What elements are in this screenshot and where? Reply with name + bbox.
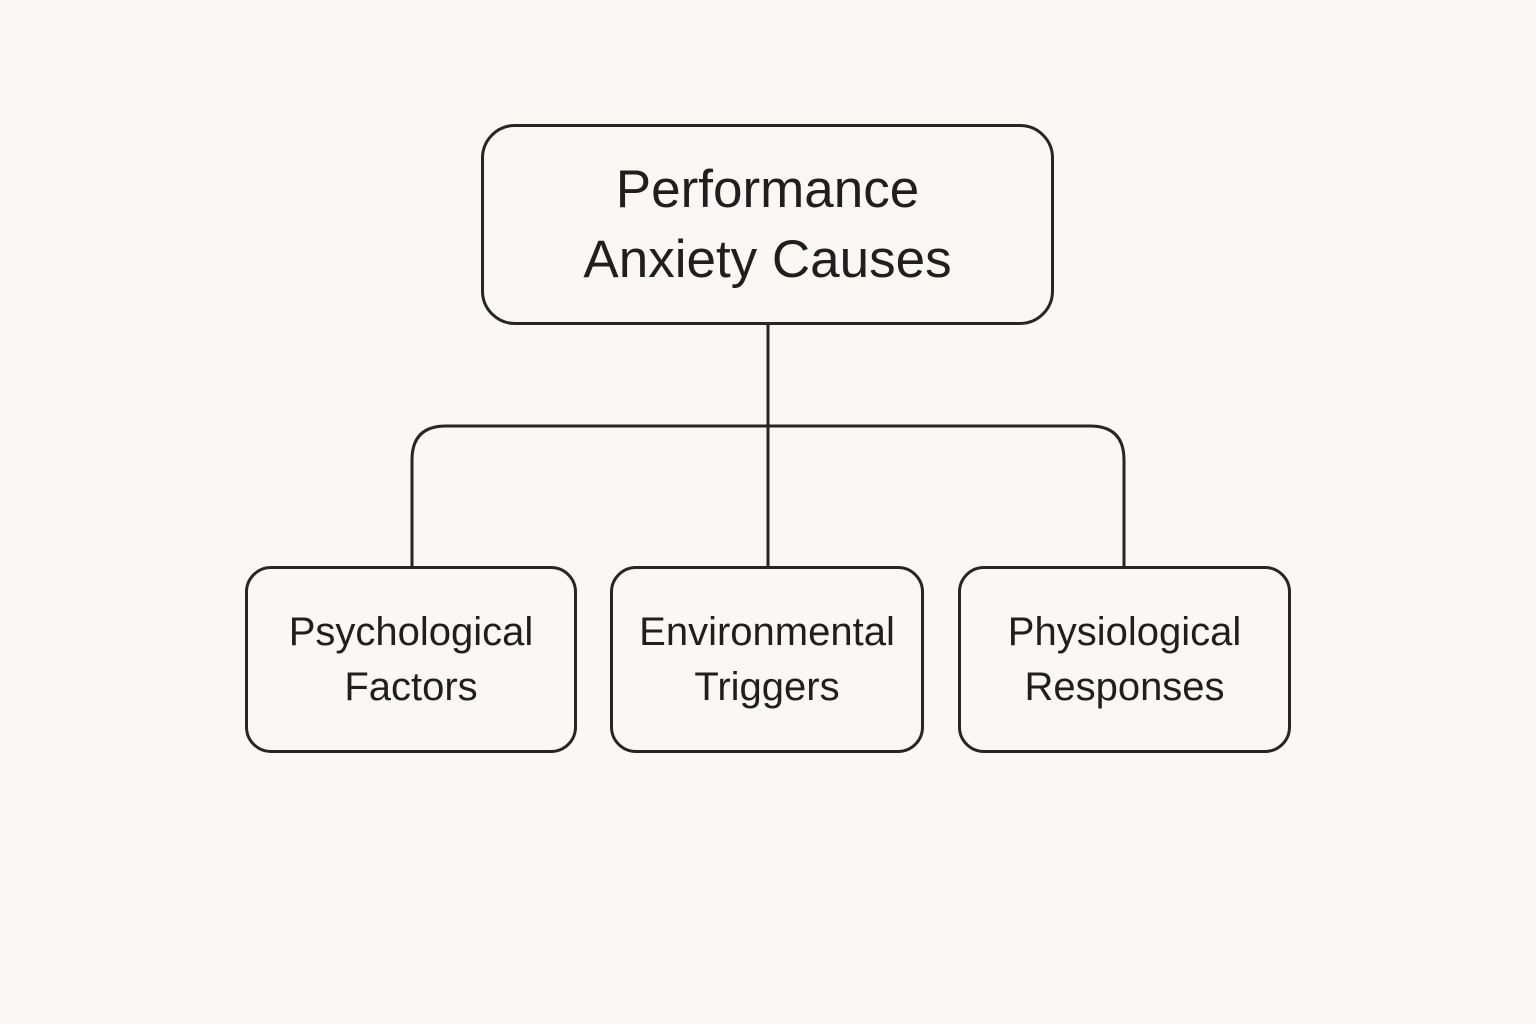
root-node: Performance Anxiety Causes: [481, 124, 1054, 325]
branch-connector-right: [768, 424, 1126, 566]
child-node-label-line1: Psychological: [288, 609, 534, 654]
child-node-environmental: Environmental Triggers: [610, 566, 924, 753]
child-node-label-line2: Factors: [344, 664, 478, 709]
child-node-label-line2: Responses: [1024, 664, 1225, 709]
branch-connector-left: [410, 424, 768, 566]
child-node-psychological: Psychological Factors: [245, 566, 577, 753]
child-node-label-line2: Triggers: [694, 664, 840, 709]
child-node-label-line1: Environmental: [639, 609, 895, 654]
root-node-label-line1: Performance: [615, 159, 920, 219]
child-node-label-line1: Physiological: [1007, 609, 1242, 654]
child-node-physiological: Physiological Responses: [958, 566, 1291, 753]
root-node-label-line2: Anxiety Causes: [583, 229, 952, 289]
